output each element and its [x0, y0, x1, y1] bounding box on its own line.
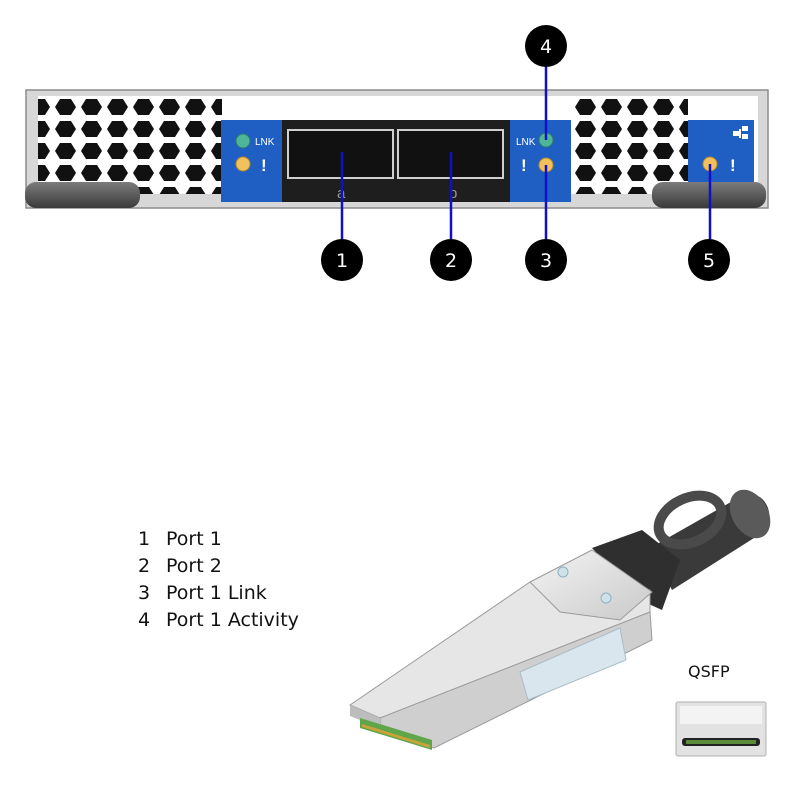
- io-module-faceplate: LNK ! a b LNK !: [25, 89, 769, 209]
- ejector-handle-left[interactable]: [25, 182, 140, 208]
- network-icon: [733, 126, 748, 139]
- status-panel-left-bg: [221, 120, 282, 202]
- housing-top: [348, 581, 651, 719]
- qsfp-label: QSFP: [688, 662, 730, 681]
- port-1[interactable]: [287, 129, 394, 179]
- port-status-panel-left: LNK !: [221, 120, 282, 202]
- legend-row: 3 Port 1 Link: [138, 580, 388, 607]
- legend-label: Port 2: [166, 555, 222, 577]
- rivet-1: [557, 566, 569, 578]
- qsfp-port-cages: a b: [282, 120, 510, 202]
- callout-badge-2: [430, 239, 472, 281]
- legend-row: 2 Port 2: [138, 553, 388, 580]
- legend-row: 4 Port 1 Activity: [138, 607, 388, 634]
- callout-badge-4: [525, 25, 567, 67]
- port-end-contacts: [686, 740, 756, 744]
- callout-badge-1: [321, 239, 363, 281]
- vent-grille-left: [38, 96, 222, 194]
- latch-window: [519, 627, 627, 701]
- fault-glyph-left: !: [261, 156, 267, 175]
- mgmt-status-panel: !: [688, 120, 754, 182]
- qsfp-transceiver-illustration: [348, 486, 771, 750]
- legend: 1 Port 1 2 Port 2 3 Port 1 Link 4 Port 1 Act…: [138, 526, 388, 634]
- legend-row: 1 Port 1: [138, 526, 388, 553]
- rivet-2: [600, 592, 612, 604]
- fault-glyph-mgmt: !: [730, 156, 736, 175]
- pull-tab-loop[interactable]: [651, 486, 729, 554]
- callout-number-5: 5: [703, 250, 715, 272]
- vent-grille-right: [570, 96, 688, 194]
- legend-number: 3: [138, 582, 151, 604]
- port-end-top: [680, 706, 762, 724]
- callout-number-4: 4: [540, 36, 552, 58]
- legend-label: Port 1 Link: [166, 582, 267, 604]
- connector-boot: [592, 530, 680, 610]
- port-2-label: b: [449, 185, 457, 202]
- port-status-panel-right: LNK !: [510, 120, 571, 202]
- callout-number-3: 3: [540, 250, 552, 272]
- fault-glyph-right: !: [521, 156, 527, 175]
- link-label-left: LNK: [255, 137, 275, 148]
- callout-number-1: 1: [336, 250, 348, 272]
- legend-number: 4: [138, 609, 151, 631]
- legend-label: Port 1: [166, 528, 222, 550]
- cable-end: [729, 489, 771, 539]
- callout-badge-3: [525, 239, 567, 281]
- legend-number: 2: [138, 555, 151, 577]
- callout-badge-5: [688, 239, 730, 281]
- qsfp-port-end-view: [675, 701, 767, 757]
- link-label-right: LNK: [516, 137, 536, 148]
- link-led-left: [235, 133, 251, 149]
- fault-led-left: [235, 156, 251, 172]
- pcb-contacts: [362, 724, 430, 748]
- callout-number-2: 2: [445, 250, 457, 272]
- legend-label: Port 1 Activity: [166, 609, 299, 631]
- legend-number: 1: [138, 528, 151, 550]
- callouts: 1 2 3 4 5: [321, 25, 730, 281]
